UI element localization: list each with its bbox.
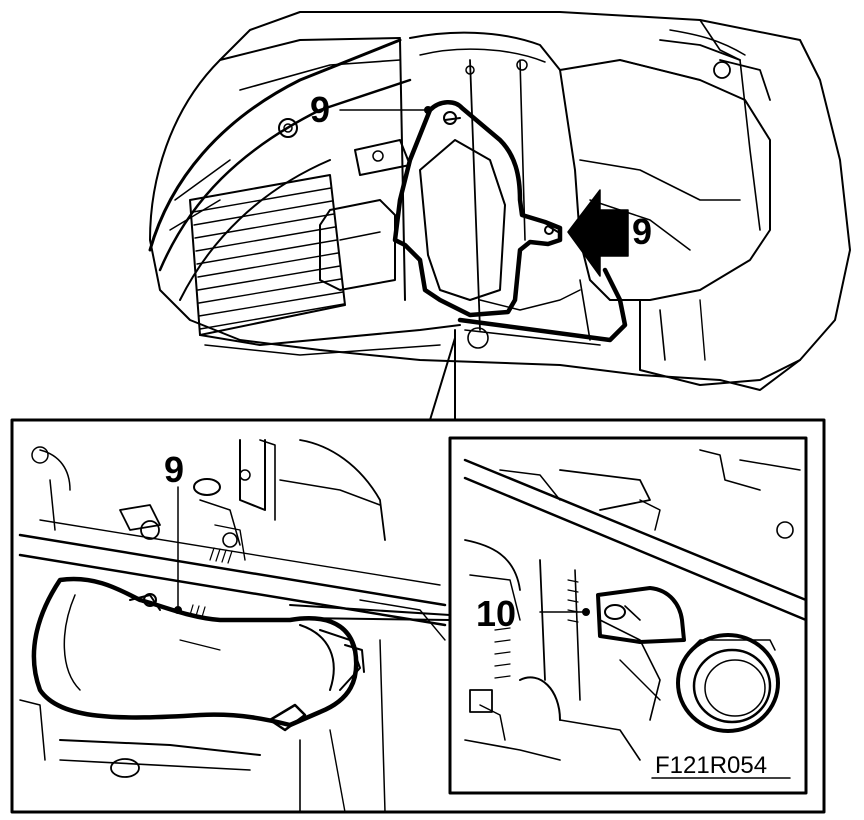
callout-arrow (567, 189, 629, 277)
detail-frame-outer (10, 418, 826, 814)
callout-number-top-arrow: 9 (632, 211, 653, 252)
callout-number-inset-right: 10 (476, 593, 517, 634)
callout-number-top-left: 9 (310, 89, 331, 130)
inset-connector (289, 604, 451, 621)
main-view-engine-bay (148, 11, 851, 391)
zoom-connector (429, 329, 456, 421)
left-detail-view (18, 439, 447, 813)
right-detail-view (463, 449, 808, 761)
callout-number-inset-left: 9 (164, 449, 185, 490)
figure-code: F121R054 (655, 752, 768, 779)
